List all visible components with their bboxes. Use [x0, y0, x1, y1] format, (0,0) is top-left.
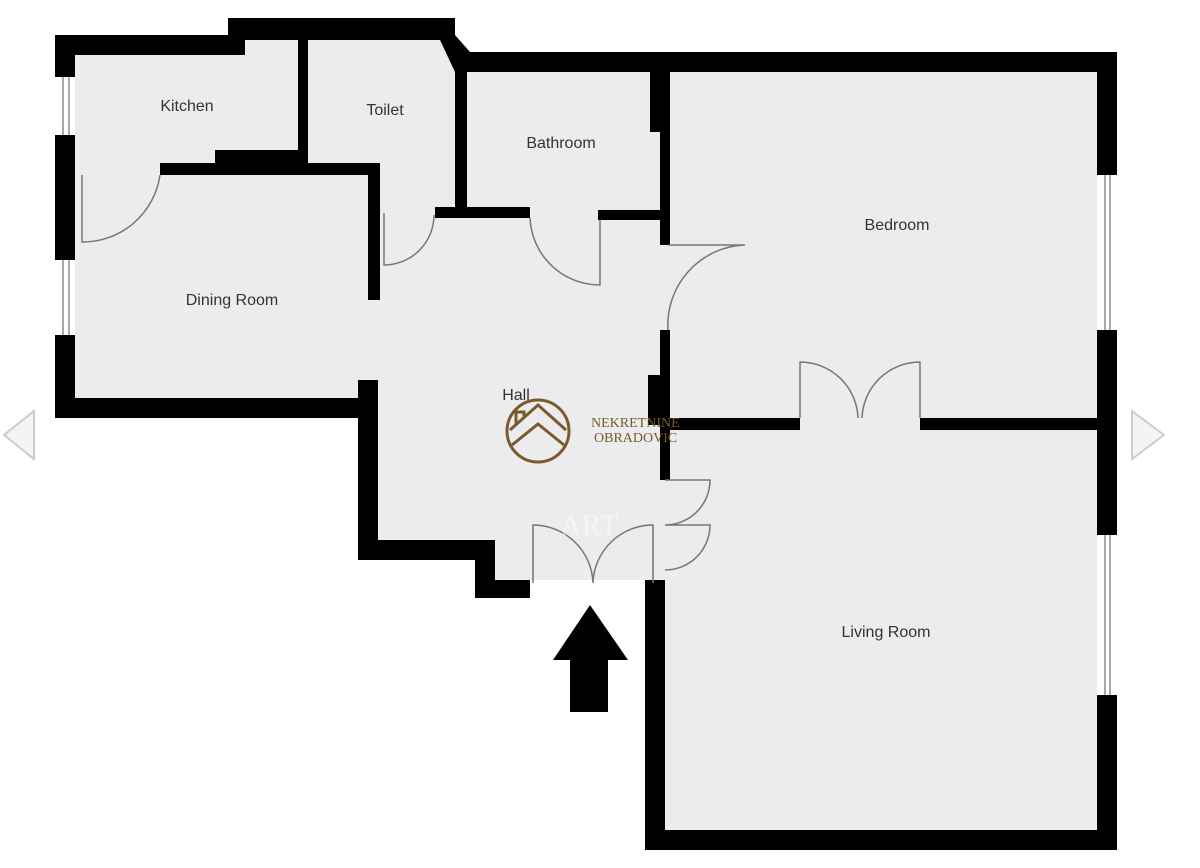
room-label-hall: Hall [502, 387, 530, 404]
walls [55, 18, 1117, 850]
chevron-right-icon [1131, 409, 1166, 461]
watermark-logo: NEKRETNINE OBRADOVIC ART [505, 398, 680, 542]
room-label-kitchen: Kitchen [160, 98, 213, 115]
doors [81, 174, 921, 584]
floor-fill [75, 38, 1097, 830]
watermark-line2: OBRADOVIC [594, 431, 677, 446]
room-label-bedroom: Bedroom [865, 217, 930, 234]
next-image-button[interactable] [1128, 405, 1168, 465]
entrance-arrow-icon [553, 605, 628, 712]
watermark-line1: NEKRETNINE [591, 416, 680, 431]
room-label-toilet: Toilet [366, 102, 404, 119]
windows [62, 77, 1111, 695]
room-label-bathroom: Bathroom [526, 135, 595, 152]
watermark-faint: ART [560, 509, 618, 542]
room-label-dining-room: Dining Room [186, 292, 278, 309]
chevron-left-icon [2, 408, 35, 462]
room-label-living-room: Living Room [842, 624, 931, 641]
prev-image-button[interactable] [0, 405, 40, 465]
